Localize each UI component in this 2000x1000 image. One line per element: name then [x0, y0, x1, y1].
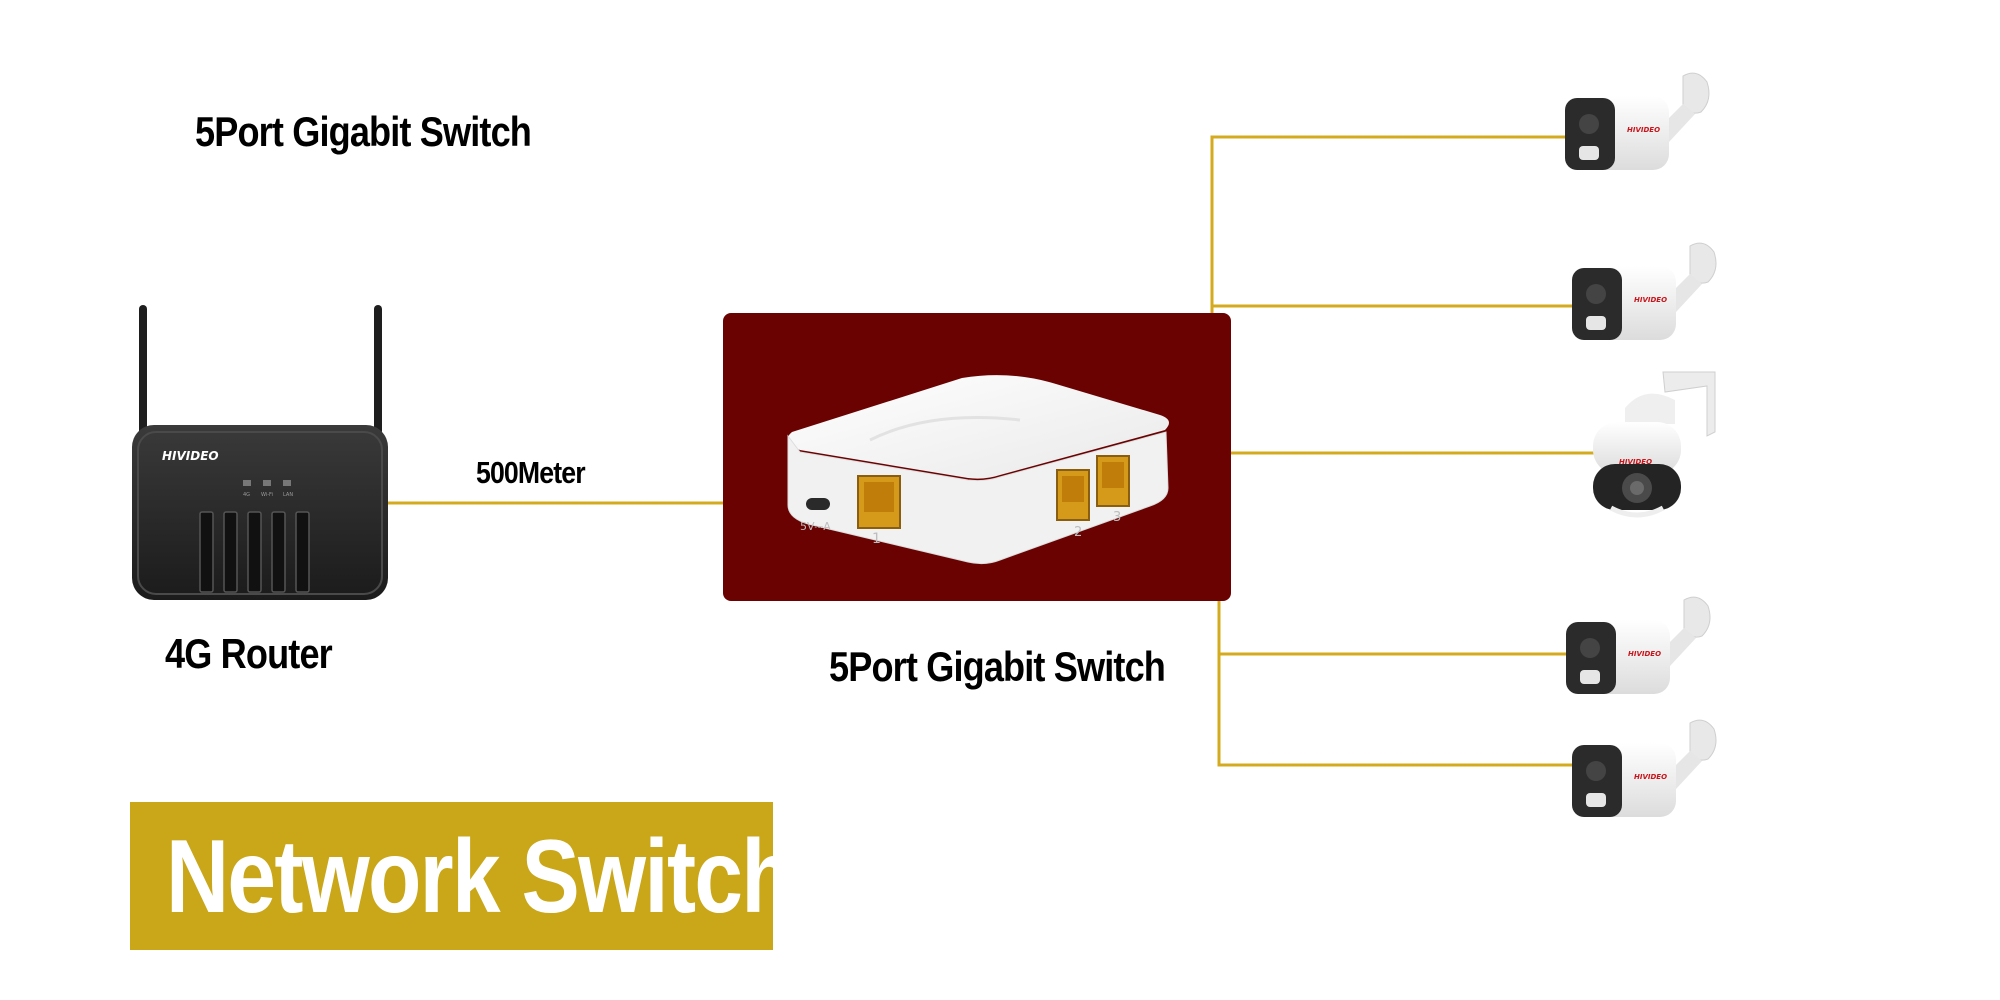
indicator-lan-label: LAN [283, 492, 293, 498]
router-indicators: 4G Wi-Fi LAN [243, 480, 293, 498]
antenna-left [139, 305, 147, 435]
cable-distance-label: 500Meter [476, 455, 586, 490]
camera-5-brand: HIVIDEO [1634, 773, 1667, 781]
cable-lines [388, 135, 1596, 767]
banner-text: Network Switch [166, 819, 795, 935]
switch-top-surface [787, 375, 1169, 479]
router-front-edge [137, 431, 383, 595]
cable-camera-5 [1217, 600, 1580, 767]
switch-device: 5V⎓A 1 2 3 [723, 313, 1231, 601]
cable-camera-4 [1217, 600, 1580, 656]
switch-power-port[interactable] [806, 498, 830, 510]
camera-1-brand: HIVIDEO [1627, 126, 1660, 134]
switch-label: 5Port Gigabit Switch [829, 643, 1166, 690]
indicator-wifi-label: Wi-Fi [261, 492, 273, 498]
network-switch-banner: Network Switch [130, 802, 795, 950]
switch-port-1-label: 1 [872, 531, 881, 547]
router-brand: HIVIDEO [162, 449, 219, 463]
switch-port-2[interactable] [1056, 469, 1090, 521]
switch-port-1[interactable] [857, 475, 901, 529]
switch-port-3-label: 3 [1113, 510, 1121, 525]
camera-3-brand: HIVIDEO [1619, 458, 1652, 466]
antenna-right [374, 305, 382, 435]
switch-front-face [787, 431, 1169, 565]
router-label: 4G Router [165, 630, 333, 677]
cable-camera-1 [1210, 135, 1575, 316]
switch-port-2-label: 2 [1074, 525, 1082, 540]
ptz-camera-3: HIVIDEO [1593, 371, 1716, 518]
camera-4-brand: HIVIDEO [1628, 650, 1661, 658]
camera-2-brand: HIVIDEO [1634, 296, 1667, 304]
router-device: HIVIDEO 4G Wi-Fi LAN [132, 305, 388, 600]
router-vent-slots [199, 511, 310, 593]
switch-port-3[interactable] [1096, 455, 1130, 507]
bullet-camera-1: HIVIDEO [1565, 72, 1710, 170]
switch-power-label: 5V⎓A [800, 520, 831, 533]
indicator-4g-label: 4G [243, 492, 250, 498]
bullet-camera-4: HIVIDEO [1566, 596, 1711, 694]
header-title: 5Port Gigabit Switch [195, 108, 532, 155]
bullet-camera-2: HIVIDEO [1572, 242, 1717, 340]
bullet-camera-5: HIVIDEO [1572, 719, 1717, 817]
